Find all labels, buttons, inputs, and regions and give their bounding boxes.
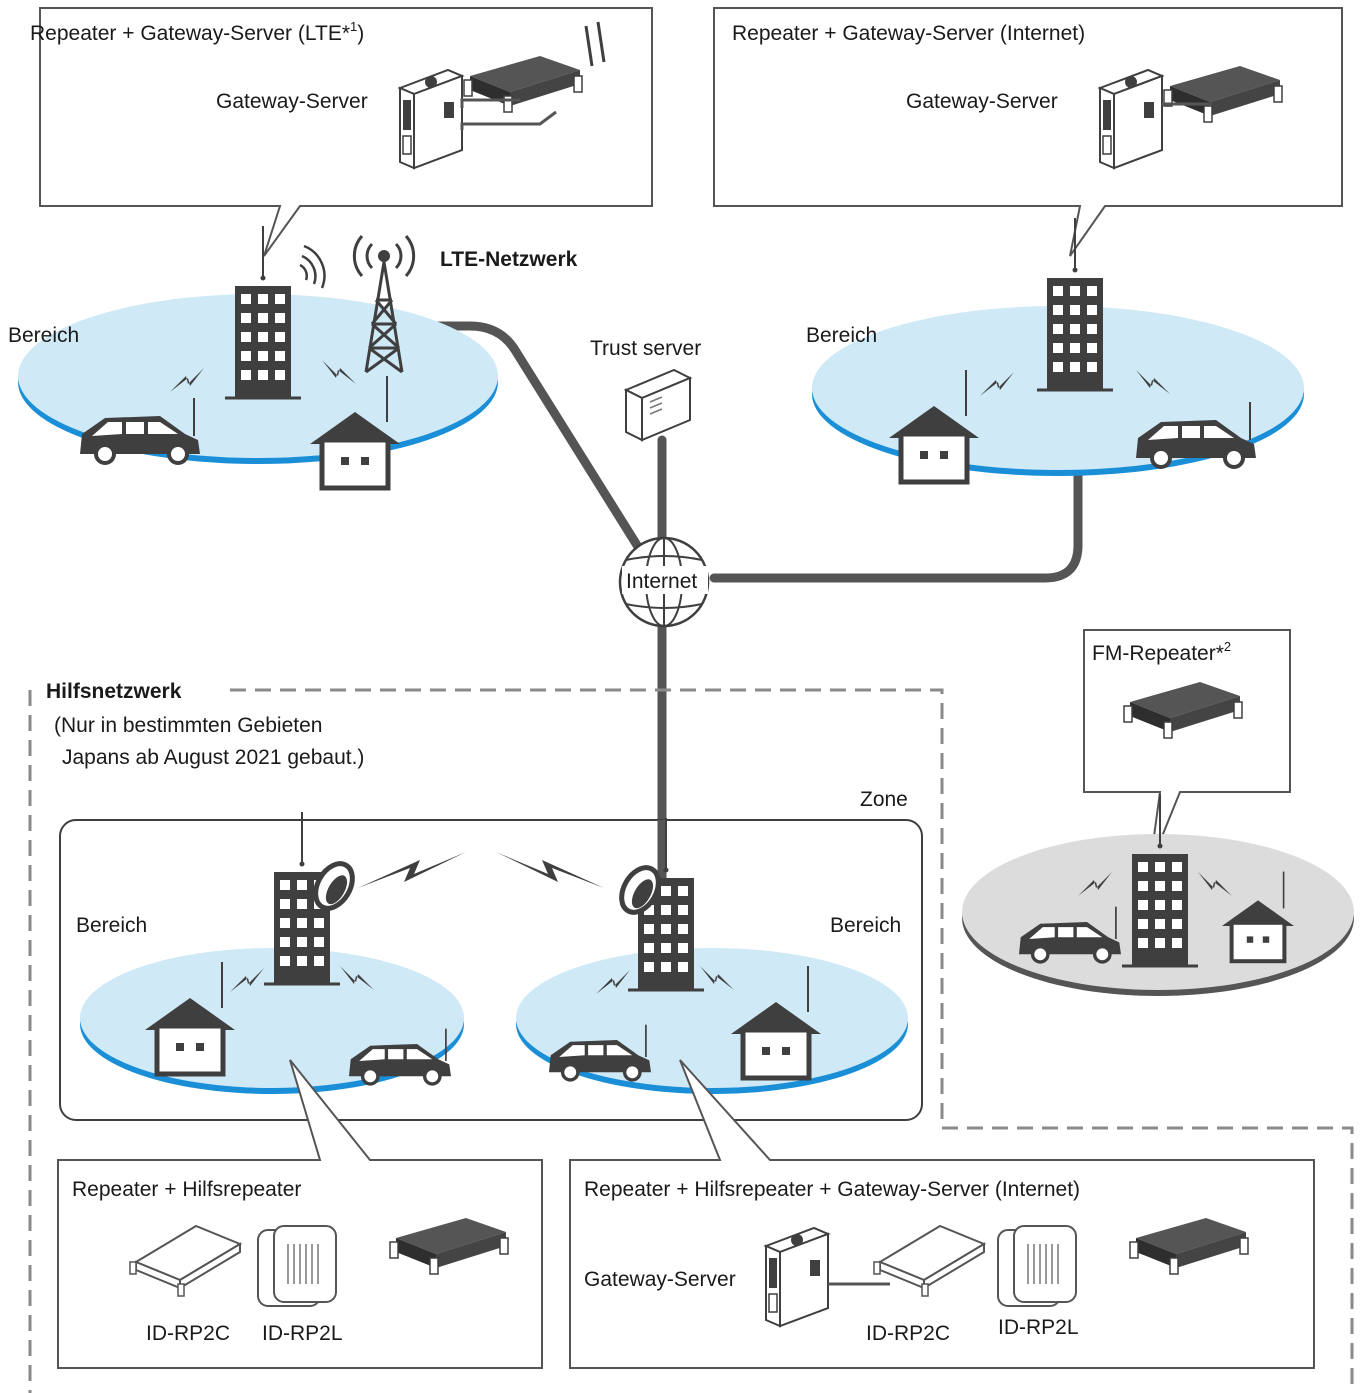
lte-tower-icon — [352, 235, 416, 374]
id-rp2c-label: ID-RP2C — [866, 1322, 950, 1345]
repeater-building-icon — [1035, 216, 1115, 392]
internet-gateway-title: Repeater + Gateway-Server (Internet) — [732, 22, 1085, 45]
gateway-label: Gateway-Server — [906, 90, 1058, 113]
hilfsrepeater-gateway-title: Repeater + Hilfsrepeater + Gateway-Serve… — [584, 1178, 1080, 1201]
gateway-server-icon — [399, 69, 463, 169]
hilfsnetzwerk-note: (Nur in bestimmten Gebieten — [54, 714, 322, 737]
lte-network-label: LTE-Netzwerk — [440, 248, 578, 271]
id-rp2c-label: ID-RP2C — [146, 1322, 230, 1345]
gateway-server-icon — [765, 1227, 829, 1327]
internet-label: Internet — [626, 570, 697, 593]
area-label: Bereich — [76, 914, 147, 937]
hilfsrepeater-gateway-callout: Repeater + Hilfsrepeater + Gateway-Serve… — [569, 1059, 1315, 1369]
hilfsnetzwerk-title: Hilfsnetzwerk — [46, 680, 182, 703]
id-rp2l-label: ID-RP2L — [262, 1322, 343, 1345]
zone-label: Zone — [860, 788, 908, 811]
area-label: Bereich — [8, 324, 79, 347]
id-rp2l-icon — [997, 1225, 1077, 1307]
gateway-cable — [460, 98, 557, 130]
hilfsrepeater-callout: Repeater + Hilfsrepeater ID-RP2C ID-RP2L — [57, 1059, 543, 1369]
area-lte: Bereich — [8, 224, 498, 488]
fm-repeater-callout: FM-Repeater*2 — [1083, 629, 1291, 867]
gateway-label: Gateway-Server — [584, 1268, 736, 1291]
id-rp2l-icon — [257, 1225, 337, 1307]
repeater-building-icon — [223, 224, 303, 400]
hilfsnetzwerk-note: Japans ab August 2021 gebaut.) — [62, 746, 364, 769]
radio-waves-icon — [299, 244, 326, 289]
lte-antenna-icon — [584, 25, 594, 67]
backbone-link-icon — [358, 852, 604, 888]
repeater-building-icon — [1120, 792, 1200, 968]
gateway-server-icon — [1099, 69, 1163, 169]
hilfsnetzwerk-border — [28, 688, 1354, 1393]
lte-gateway-callout: Repeater + Gateway-Server (LTE*1) Gatewa… — [30, 7, 653, 257]
area-label: Bereich — [806, 324, 877, 347]
trust-server-label: Trust server — [590, 337, 701, 360]
lte-gateway-title: Repeater + Gateway-Server (LTE*1) — [30, 19, 364, 45]
gateway-label: Gateway-Server — [216, 90, 368, 113]
id-rp2l-label: ID-RP2L — [998, 1316, 1079, 1339]
fm-repeater-title: FM-Repeater*2 — [1092, 639, 1231, 665]
zone-area-left: Bereich — [76, 810, 464, 1094]
area-fm — [962, 792, 1354, 996]
hilfsrepeater-title: Repeater + Hilfsrepeater — [72, 1178, 301, 1201]
internet-globe-icon — [618, 536, 710, 628]
area-internet: Bereich — [806, 216, 1304, 482]
area-label: Bereich — [830, 914, 901, 937]
zone-area-right: Bereich — [516, 816, 908, 1094]
trust-server-icon — [623, 368, 693, 442]
internet-gateway-callout: Repeater + Gateway-Server (Internet) Gat… — [713, 7, 1343, 257]
